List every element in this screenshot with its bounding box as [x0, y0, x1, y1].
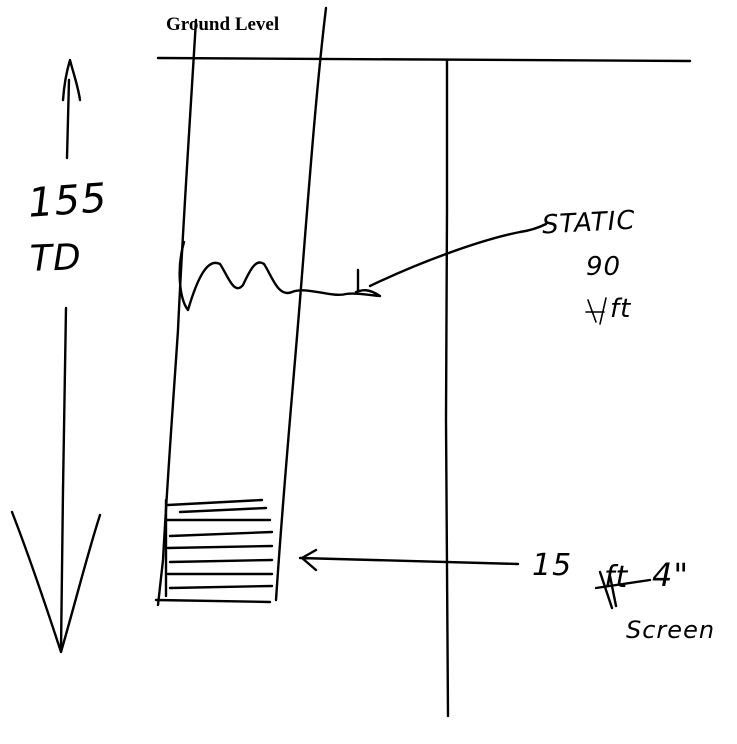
screen-hatching — [154, 498, 274, 604]
screen-length-value: 15 — [532, 548, 573, 583]
casing-right-wall — [274, 6, 328, 602]
total-depth-value: 155 — [26, 175, 109, 227]
total-depth-unit: TD — [29, 237, 83, 280]
ft-mark-static — [585, 297, 607, 325]
static-unit: ft — [610, 294, 632, 324]
static-label: STATIC — [541, 205, 637, 241]
screen-length-unit: ft — [604, 560, 629, 595]
depth-arrow-shaft-bottom — [59, 306, 68, 652]
screen-diameter: 4" — [652, 556, 690, 594]
screen-pointer-arrow — [298, 548, 520, 572]
depth-arrow-shaft-top — [65, 78, 71, 160]
static-water-squiggle — [178, 240, 382, 312]
depth-arrow-up-head — [61, 58, 82, 102]
depth-arrow-down-head — [10, 510, 102, 654]
casing-left-wall — [156, 18, 198, 607]
static-leader-line — [368, 222, 548, 288]
screen-label: Screen — [626, 616, 716, 644]
boundary-line — [444, 58, 450, 718]
ft-mark-screen — [594, 570, 652, 610]
static-value: 90 — [586, 252, 622, 282]
ground-line — [156, 56, 692, 63]
